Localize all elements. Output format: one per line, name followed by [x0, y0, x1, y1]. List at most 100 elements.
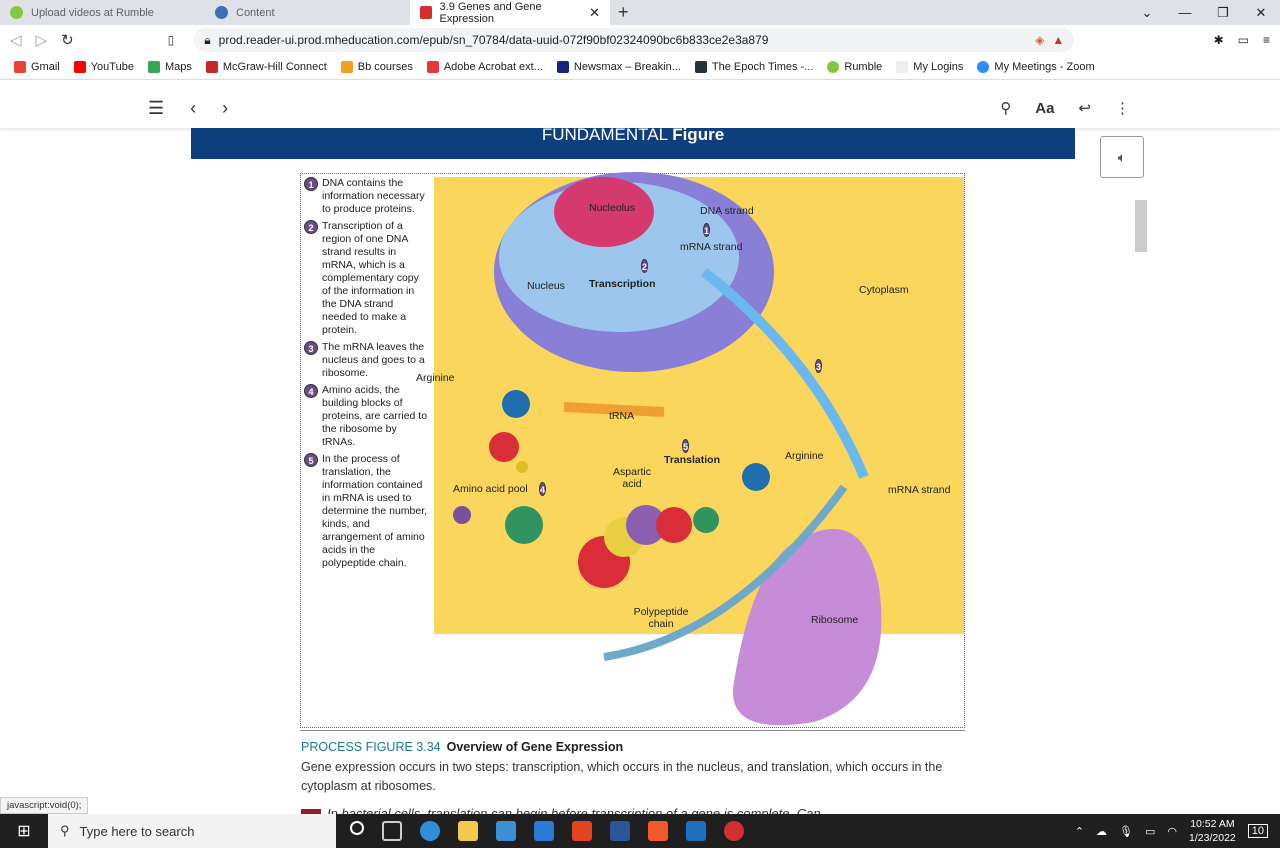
edge-icon[interactable]	[420, 821, 440, 841]
cortana-icon[interactable]	[350, 821, 364, 835]
amino-acid-ball	[516, 461, 528, 473]
label-mrna-strand: mRNA strand	[680, 241, 743, 253]
search-icon[interactable]: ⚲	[1000, 100, 1012, 117]
restore-button[interactable]: ❐	[1217, 5, 1229, 20]
tab-label: Upload videos at Rumble	[31, 6, 154, 19]
figure-description: Gene expression occurs in two steps: tra…	[301, 760, 943, 793]
marker-2: 2	[641, 259, 649, 273]
next-page-icon[interactable]: ›	[222, 97, 229, 118]
scrollbar-thumb[interactable]	[1135, 200, 1147, 252]
next-question: In bacterial cells, translation can begi…	[301, 806, 821, 814]
figure-number: PROCESS FIGURE 3.34	[301, 740, 441, 754]
mail-icon[interactable]	[534, 821, 554, 841]
tab-search-icon[interactable]: ⌄	[1141, 5, 1153, 20]
bookmark-icon[interactable]: ▯	[167, 33, 175, 47]
wallet-icon[interactable]: ▭	[1237, 33, 1249, 47]
label-arginine: Arginine	[416, 372, 455, 384]
task-view-icon[interactable]	[382, 821, 402, 841]
tab-content[interactable]: Content	[205, 0, 410, 25]
return-icon[interactable]: ↩	[1078, 100, 1091, 117]
arginine-ball	[502, 390, 530, 418]
search-icon: ⚲	[60, 823, 70, 838]
bookmark-acrobat[interactable]: Adobe Acrobat ext...	[426, 61, 543, 73]
windows-start-icon[interactable]: ⊞	[17, 823, 31, 840]
whiteboard-icon[interactable]	[686, 821, 706, 841]
font-settings-button[interactable]: Aa	[1035, 99, 1055, 117]
onedrive-icon[interactable]: ☁	[1096, 825, 1108, 838]
bookmark-newsmax[interactable]: Newsmax – Breakin...	[556, 61, 681, 73]
minimize-button[interactable]: —	[1178, 5, 1192, 20]
bookmark-maps[interactable]: Maps	[147, 61, 192, 73]
office-icon[interactable]	[572, 821, 592, 841]
content-icon	[215, 6, 228, 19]
bookmark-logins[interactable]: My Logins	[896, 61, 963, 73]
notifications-icon[interactable]: 10	[1247, 824, 1268, 838]
extensions-icon[interactable]: ✱	[1213, 33, 1224, 47]
label-trna: tRNA	[609, 410, 635, 422]
tab-strip: Upload videos at Rumble Content 3.9 Gene…	[0, 0, 1280, 25]
bookmark-connect[interactable]: McGraw-Hill Connect	[205, 61, 327, 73]
bookmark-bb[interactable]: Bb courses	[340, 61, 413, 73]
close-tab-icon[interactable]: ✕	[589, 4, 600, 20]
amino-acid-ball	[453, 506, 471, 524]
label-ribosome: Ribosome	[811, 614, 859, 626]
wifi-icon[interactable]: ◠	[1167, 825, 1178, 838]
bookmark-rumble[interactable]: Rumble	[827, 61, 882, 73]
label-aspartic-acid: Aspartic acid	[613, 466, 651, 490]
menu-icon[interactable]: ≡	[1262, 33, 1270, 47]
brave-shield-icon[interactable]: ◈	[1035, 33, 1045, 47]
new-tab-button[interactable]: +	[618, 2, 629, 22]
lock-icon: 🔒︎	[204, 32, 211, 47]
divider	[300, 730, 965, 731]
reload-icon[interactable]: ↻	[61, 32, 74, 49]
close-window-button[interactable]: ✕	[1255, 5, 1267, 20]
address-bar-row: ◁ ▷ ↻ ▯ 🔒︎ prod.reader-ui.prod.mheducatio…	[0, 25, 1280, 55]
label-arginine-2: Arginine	[785, 450, 824, 462]
screen-recorder-icon[interactable]	[724, 821, 744, 841]
arginine-ball	[742, 463, 770, 491]
marker-3: 3	[815, 359, 823, 373]
trna-shape	[563, 402, 665, 417]
tab-label: 3.9 Genes and Gene Expression	[439, 0, 542, 25]
mrna-export-arrow	[700, 268, 869, 479]
polypeptide-ball	[626, 505, 666, 545]
back-icon[interactable]: ◁	[10, 32, 22, 49]
more-options-icon[interactable]: ⋮	[1115, 100, 1130, 117]
forward-icon[interactable]: ▷	[35, 32, 48, 49]
brave-rewards-icon[interactable]: ▲	[1052, 33, 1065, 47]
bookmark-youtube[interactable]: YouTube	[73, 61, 134, 73]
prev-page-icon[interactable]: ‹	[190, 97, 197, 118]
word-icon[interactable]	[610, 821, 630, 841]
file-explorer-icon[interactable]	[458, 821, 478, 841]
amino-acid-ball	[489, 432, 519, 462]
tab-genes[interactable]: 3.9 Genes and Gene Expression ✕	[410, 0, 610, 25]
url-text: prod.reader-ui.prod.mheducation.com/epub…	[218, 33, 769, 47]
url-field[interactable]: 🔒︎ prod.reader-ui.prod.mheducation.com/ep…	[194, 28, 1075, 52]
label-nucleolus: Nucleolus	[589, 202, 636, 214]
taskbar-search[interactable]: ⚲Type here to search	[48, 814, 336, 848]
figure-title: Overview of Gene Expression	[446, 740, 624, 754]
marker-4: 4	[539, 482, 547, 496]
tab-rumble[interactable]: Upload videos at Rumble	[0, 0, 205, 25]
microphone-icon[interactable]: 🎙︎	[1119, 825, 1134, 838]
tab-label: Content	[236, 6, 275, 19]
tray-chevron-icon[interactable]: ⌃	[1074, 825, 1085, 838]
read-aloud-button[interactable]: 🔈︎	[1100, 136, 1144, 178]
battery-icon[interactable]: ▭	[1145, 825, 1156, 838]
amino-acid-ball	[505, 506, 543, 544]
store-icon[interactable]	[496, 821, 516, 841]
bookmark-epoch[interactable]: The Epoch Times -...	[694, 61, 813, 73]
figure-caption-title: PROCESS FIGURE 3.34 Overview of Gene Expr…	[301, 740, 623, 754]
marker-1: 1	[703, 223, 711, 237]
bookmark-gmail[interactable]: Gmail	[14, 61, 60, 73]
brave-icon[interactable]	[648, 821, 668, 841]
bookmark-zoom[interactable]: My Meetings - Zoom	[977, 61, 1095, 73]
toc-icon[interactable]: ☰	[148, 97, 165, 118]
